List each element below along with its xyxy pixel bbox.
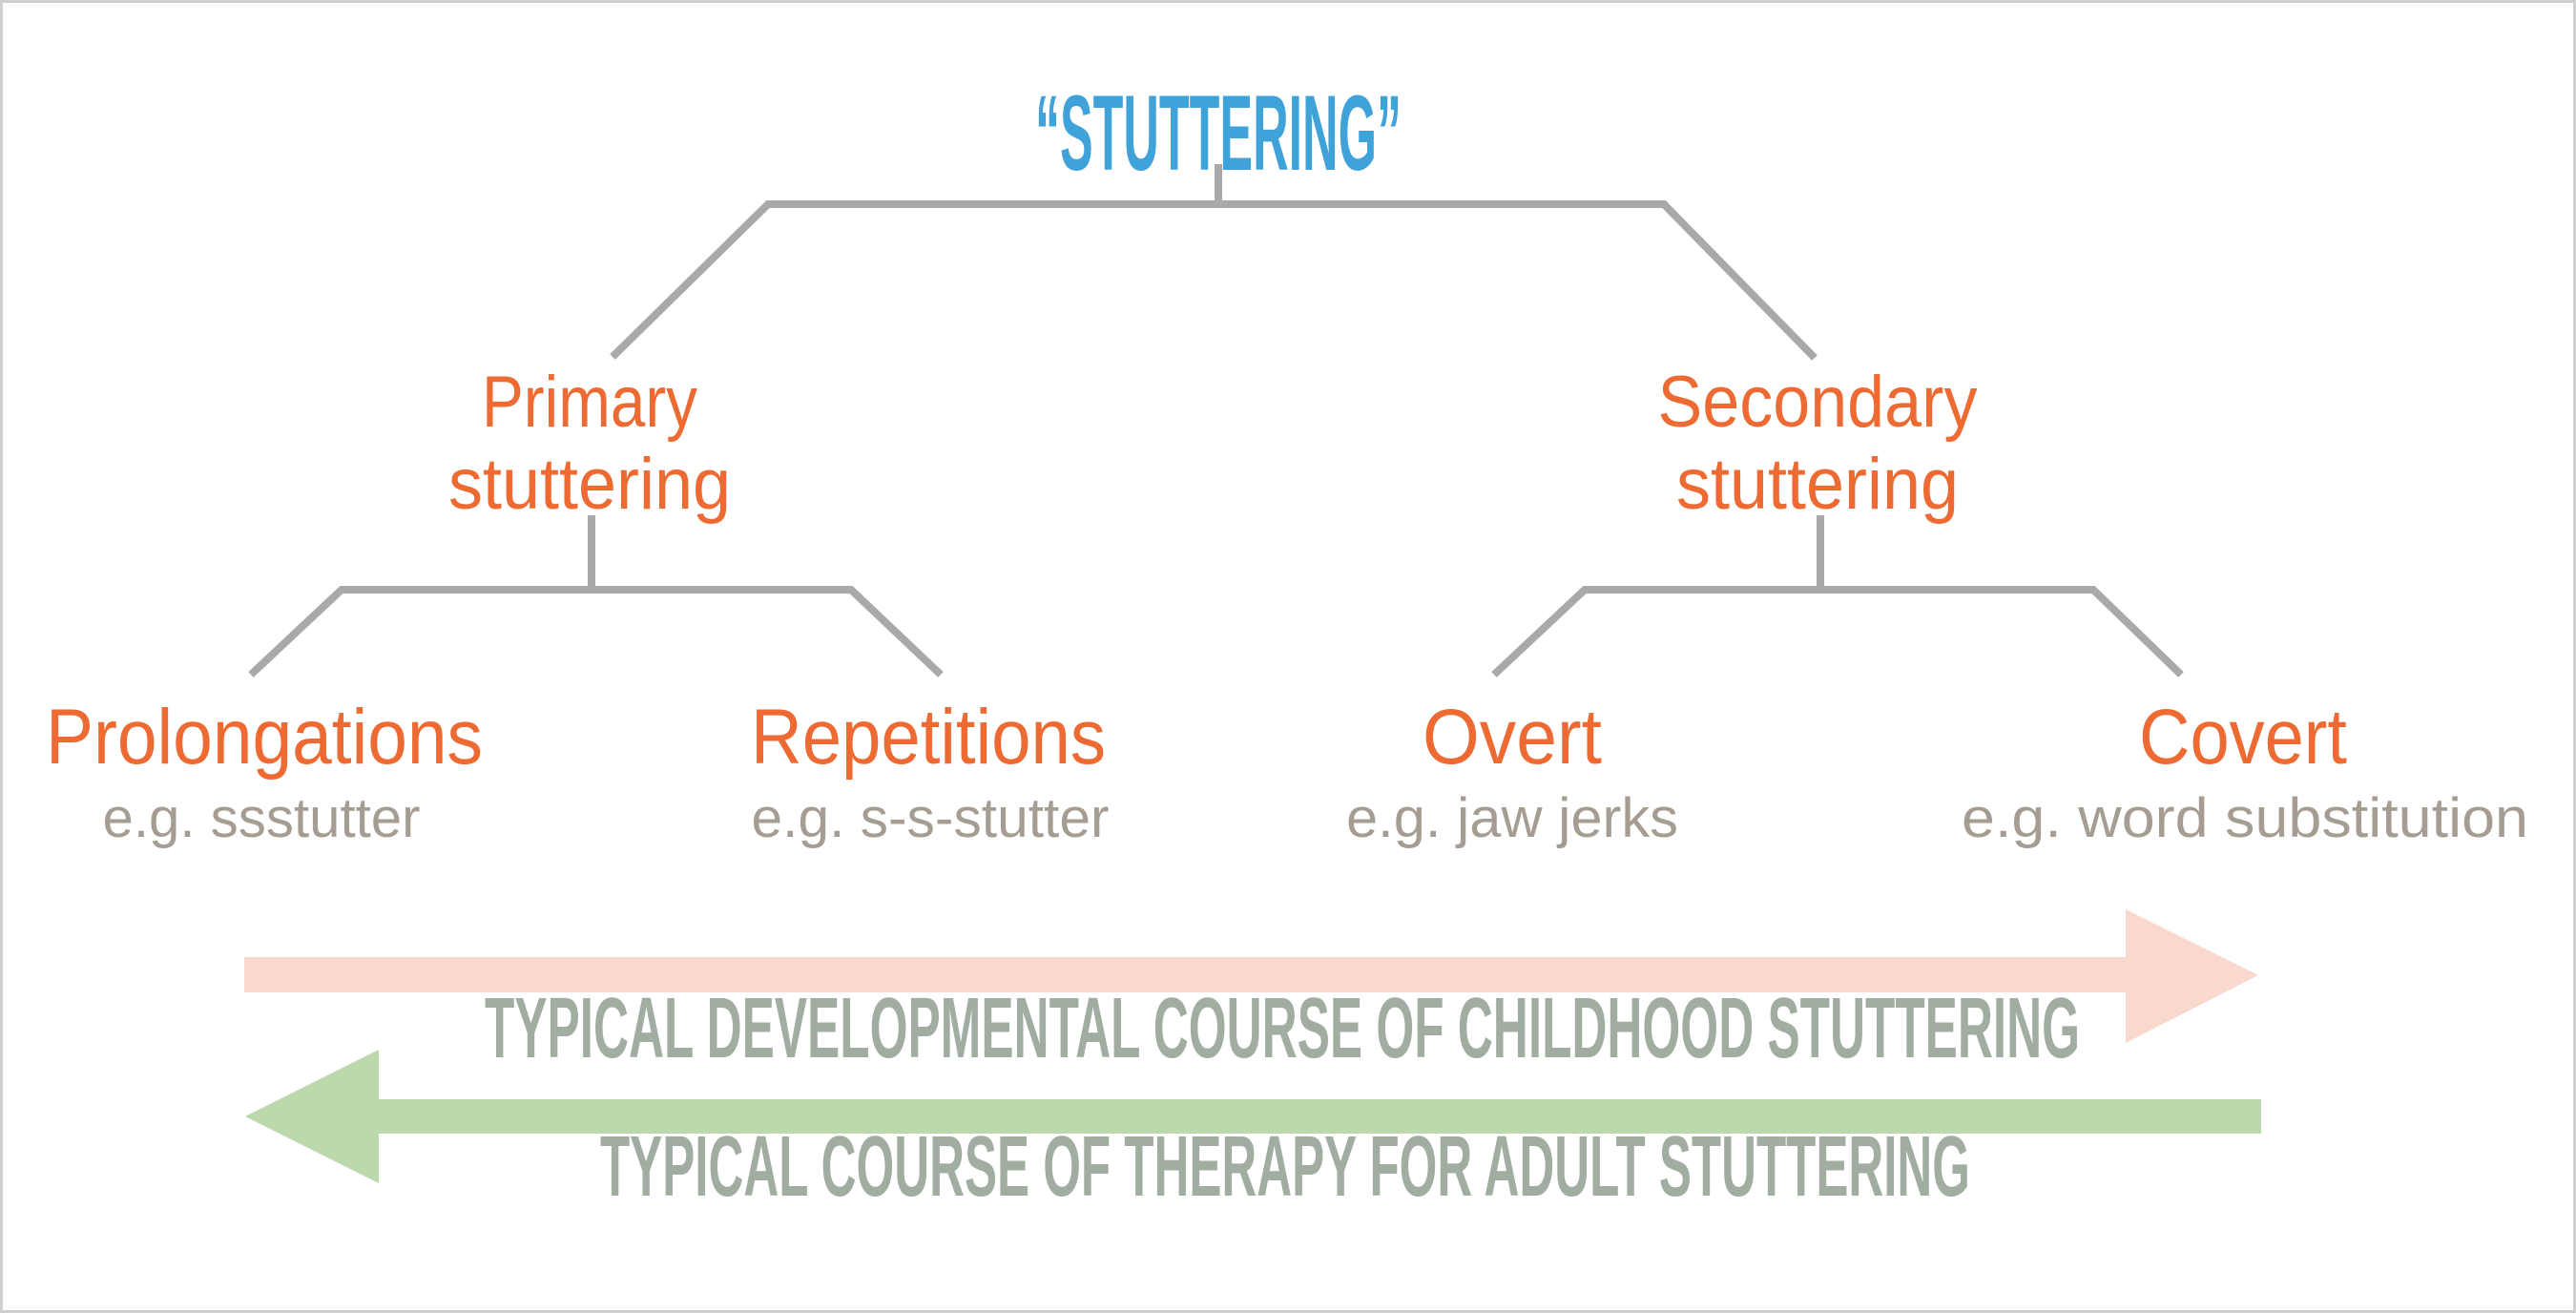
leaf-repetitions-term: Repetitions: [751, 694, 1106, 781]
branch-primary-label-line2: stuttering: [448, 444, 731, 525]
leaf-covert-example: e.g. word substitution: [1962, 787, 2528, 849]
root-node-label: “STUTTERING”: [1035, 73, 1402, 193]
primary-connector-line: [248, 586, 944, 677]
development-right-arrow-shape: [244, 909, 2258, 1043]
leaf-prolongations-term: Prolongations: [46, 694, 483, 781]
branch-secondary-label-line2: stuttering: [1676, 444, 1959, 525]
therapy-left-arrow-shape: [245, 1050, 2261, 1183]
leaf-prolongations-example: e.g. ssstutter: [103, 787, 421, 849]
therapy-arrow-label: TYPICAL COURSE OF THERAPY FOR ADULT STUT…: [600, 1119, 1970, 1215]
branch-primary-label-line1: Primary: [482, 362, 697, 443]
leaf-overt-term: Overt: [1423, 694, 1602, 781]
development-arrow-label: TYPICAL DEVELOPMENTAL COURSE OF CHILDHOO…: [485, 981, 2080, 1076]
leaf-overt-example: e.g. jaw jerks: [1346, 787, 1678, 849]
branch-secondary-label-line1: Secondary: [1658, 362, 1978, 443]
leaf-repetitions-example: e.g. s-s-stutter: [752, 787, 1110, 849]
secondary-connector-line: [1491, 586, 2184, 677]
leaf-covert-term: Covert: [2139, 694, 2347, 781]
root-connector-line: [610, 200, 1818, 361]
